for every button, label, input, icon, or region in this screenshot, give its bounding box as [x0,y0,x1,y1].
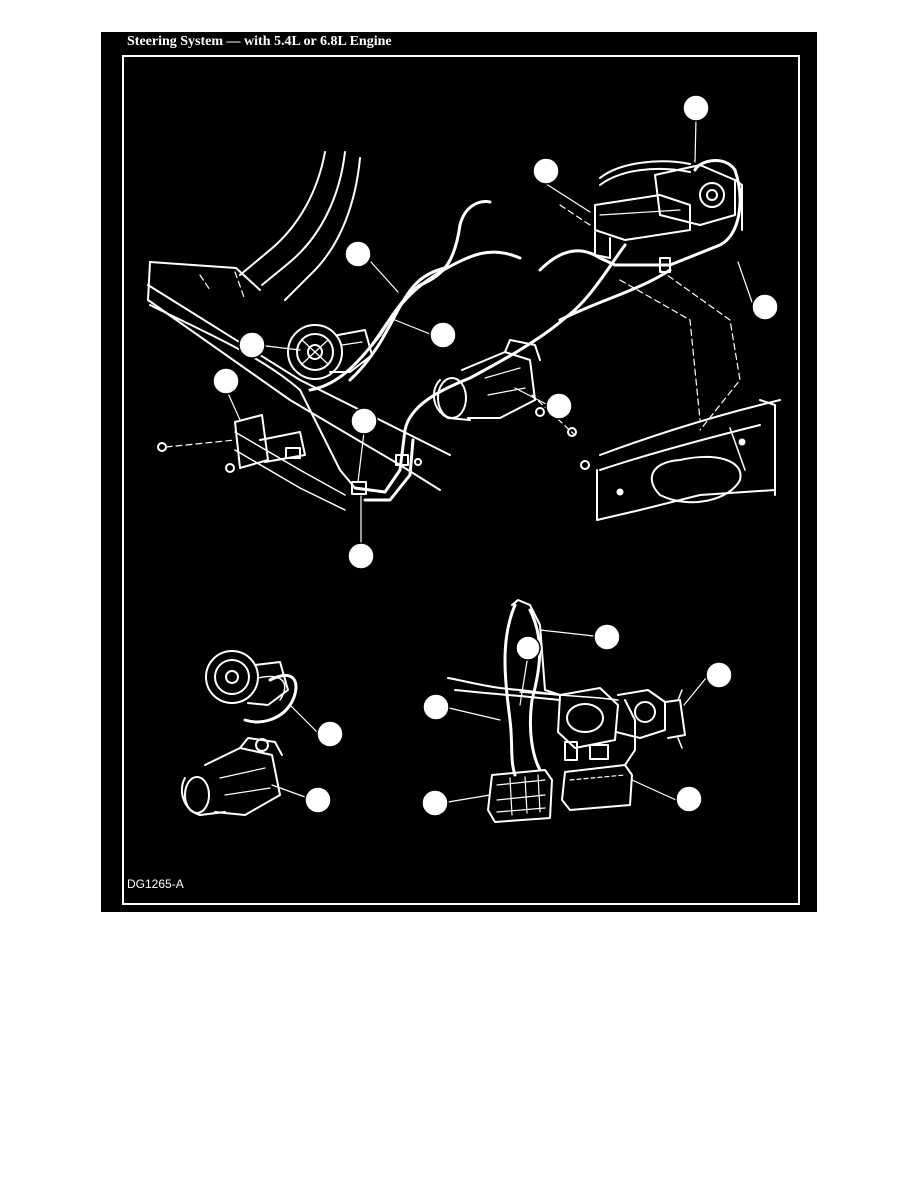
detail-reservoirs [487,699,636,823]
svg-text:2: 2 [354,247,361,262]
callout-4-detail: 4 [421,789,449,817]
hydro-boost-unit [594,160,743,259]
callout-leaders [226,118,753,803]
detail-hoses [447,599,619,777]
svg-text:5: 5 [692,101,699,116]
svg-text:4: 4 [542,164,550,179]
drawing-code: DG1265-A [127,877,184,891]
svg-text:8: 8 [360,414,367,429]
svg-text:3: 3 [439,328,446,343]
fender-panel [580,399,781,521]
detail-hydro-boost [557,687,686,761]
svg-text:1: 1 [248,338,255,353]
callout-5: 5 [682,94,710,122]
svg-text:3: 3 [603,630,610,645]
detail-steering-gear [181,737,283,816]
callout-3: 3 [429,321,457,349]
callout-6-detail: 6 [675,785,703,813]
callout-8-detail: 8 [515,635,541,661]
callout-10: 10 [212,367,240,395]
steering-gear [432,339,579,439]
svg-text:10: 10 [219,374,233,389]
bracket [157,414,306,473]
svg-text:6: 6 [761,300,768,315]
callout-2: 2 [344,240,372,268]
diagram-figure [101,32,817,912]
callout-2-detail: 2 [422,693,450,721]
callout-4: 4 [532,157,560,185]
diagram-frame [122,55,800,905]
svg-text:7: 7 [314,793,321,808]
figure-title: Steering System — with 5.4L or 6.8L Engi… [127,34,392,49]
dashed-leader-lines [199,204,741,431]
callout-3-detail: 3 [593,623,621,651]
line-clips [351,257,671,495]
svg-text:6: 6 [685,792,692,807]
callout-11: 11 [316,720,344,748]
callout-7: 7 [545,392,573,420]
callout-7-detail: 7 [304,786,332,814]
svg-text:8: 8 [524,641,531,656]
callout-8: 8 [350,407,378,435]
detail-pump-hose [205,650,298,724]
callout-1: 1 [238,331,266,359]
svg-text:7: 7 [555,399,562,414]
callout-5-detail: 5 [705,661,733,689]
callout-6: 6 [751,293,779,321]
svg-text:5: 5 [715,668,722,683]
svg-text:2: 2 [432,700,439,715]
svg-text:9: 9 [357,549,364,564]
svg-text:11: 11 [323,727,337,742]
callout-9: 9 [347,542,375,570]
svg-text:4: 4 [431,796,439,811]
